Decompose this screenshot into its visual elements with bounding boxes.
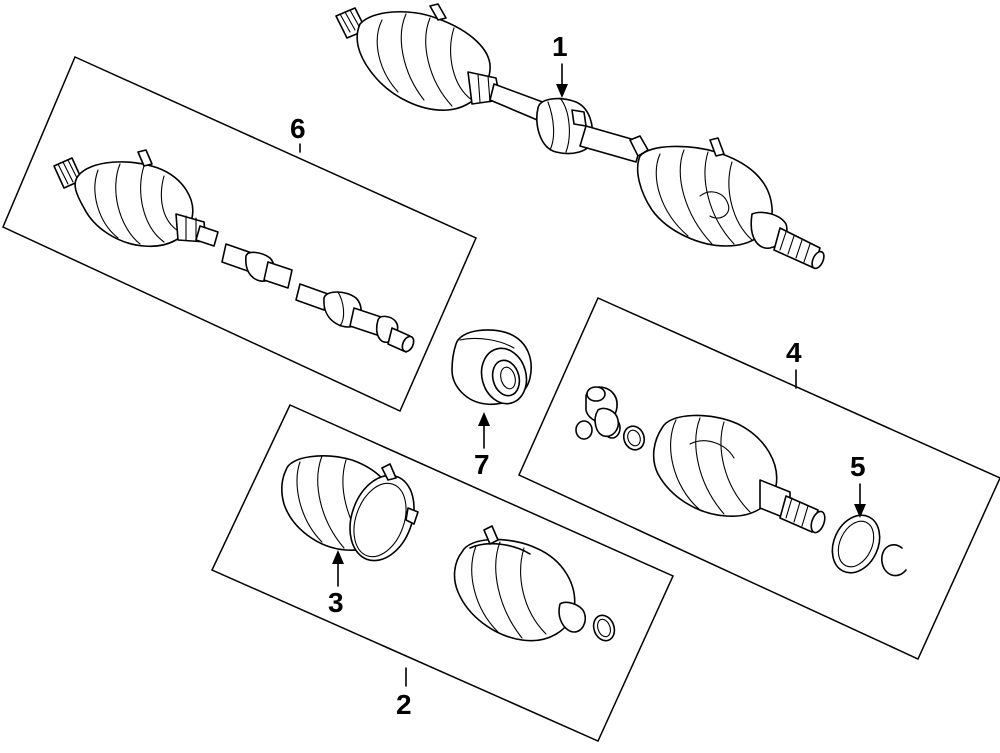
- callout-3: 3: [328, 550, 344, 618]
- svg-text:2: 2: [396, 689, 412, 720]
- callout-4: 4: [786, 337, 802, 389]
- axle-assembly-part-6: [53, 149, 415, 353]
- svg-text:3: 3: [328, 587, 344, 618]
- callout-frame-2: [210, 404, 674, 742]
- svg-text:5: 5: [850, 451, 866, 482]
- callout-frame-4: [518, 297, 1000, 660]
- callout-6: 6: [290, 113, 306, 153]
- retaining-rings-part-5: [831, 514, 907, 577]
- svg-text:6: 6: [290, 113, 306, 144]
- outer-cv-joint-part-4: [575, 386, 826, 534]
- callout-7: 7: [474, 412, 490, 480]
- callout-5: 5: [850, 451, 866, 518]
- boot-kit-part-2: [453, 525, 616, 642]
- callout-frame-6: [2, 56, 477, 413]
- svg-text:1: 1: [552, 31, 568, 62]
- bearing-part-7: [451, 329, 532, 405]
- axle-assembly-part-1: [335, 3, 825, 270]
- callout-1: 1: [552, 31, 568, 98]
- svg-text:4: 4: [786, 337, 802, 368]
- callout-2: 2: [396, 667, 412, 720]
- boot-kit-part-3: [281, 455, 419, 562]
- svg-text:7: 7: [474, 449, 490, 480]
